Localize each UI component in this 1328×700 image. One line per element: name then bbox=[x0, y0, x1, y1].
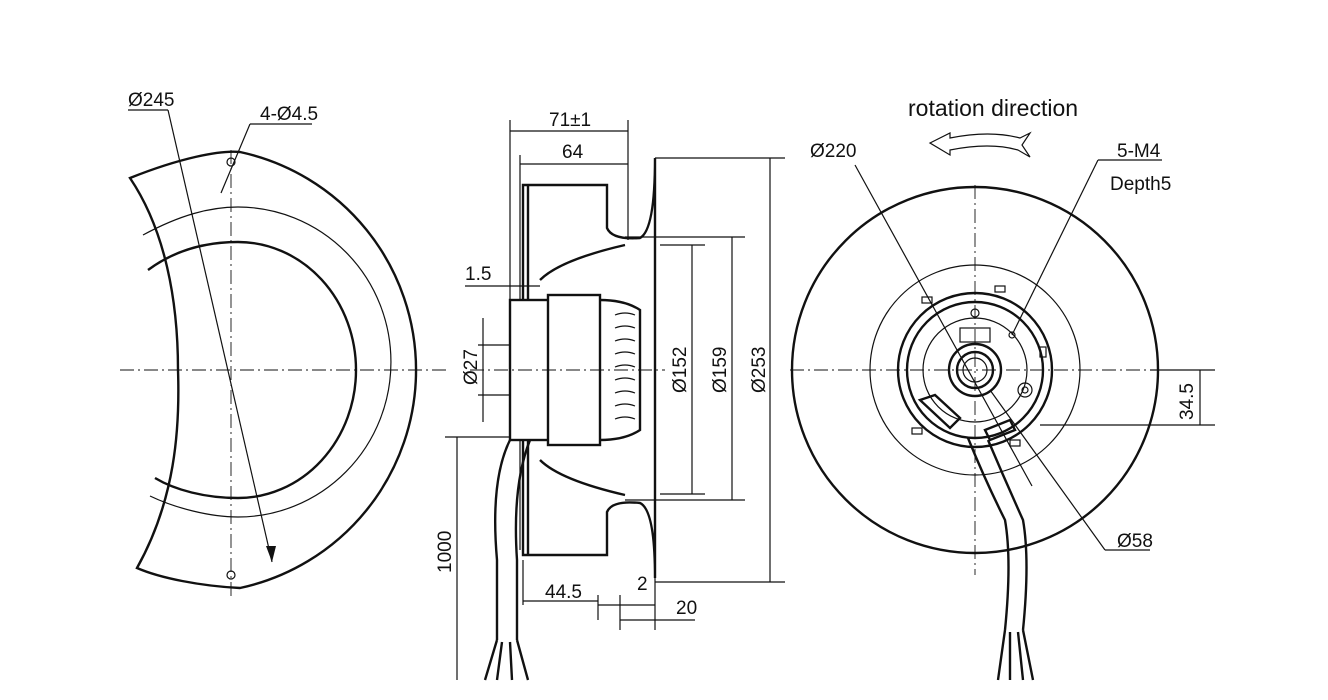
label-threads: 5-M4 bbox=[1117, 141, 1161, 162]
label-left-diameter: Ø245 bbox=[128, 90, 174, 111]
label-shaft-diameter: Ø27 bbox=[461, 349, 482, 385]
label-diameter-152: Ø152 bbox=[670, 347, 691, 393]
label-width-total: 71±1 bbox=[549, 110, 591, 131]
label-depth-2: 2 bbox=[637, 574, 648, 595]
label-front-diameter: Ø220 bbox=[810, 141, 856, 162]
label-depth-20: 20 bbox=[676, 598, 697, 619]
label-hub-diameter: Ø58 bbox=[1117, 531, 1153, 552]
label-width-body: 64 bbox=[562, 142, 584, 163]
mount-hole-bottom bbox=[226, 570, 236, 580]
label-depth-44-5: 44.5 bbox=[545, 582, 582, 603]
label-diameter-253: Ø253 bbox=[749, 347, 770, 393]
label-hub-offset: 34.5 bbox=[1177, 383, 1198, 420]
left-flange-view bbox=[120, 109, 450, 600]
label-cable-length: 1000 bbox=[435, 531, 456, 573]
side-profile-view bbox=[445, 120, 785, 681]
mount-hole-top bbox=[226, 157, 236, 167]
label-diameter-159: Ø159 bbox=[710, 347, 731, 393]
front-view bbox=[790, 131, 1215, 681]
label-rotation-direction: rotation direction bbox=[908, 95, 1078, 121]
label-offset-small: 1.5 bbox=[465, 264, 491, 285]
label-mount-holes: 4-Ø4.5 bbox=[260, 104, 318, 125]
label-thread-depth: Depth5 bbox=[1110, 174, 1171, 195]
